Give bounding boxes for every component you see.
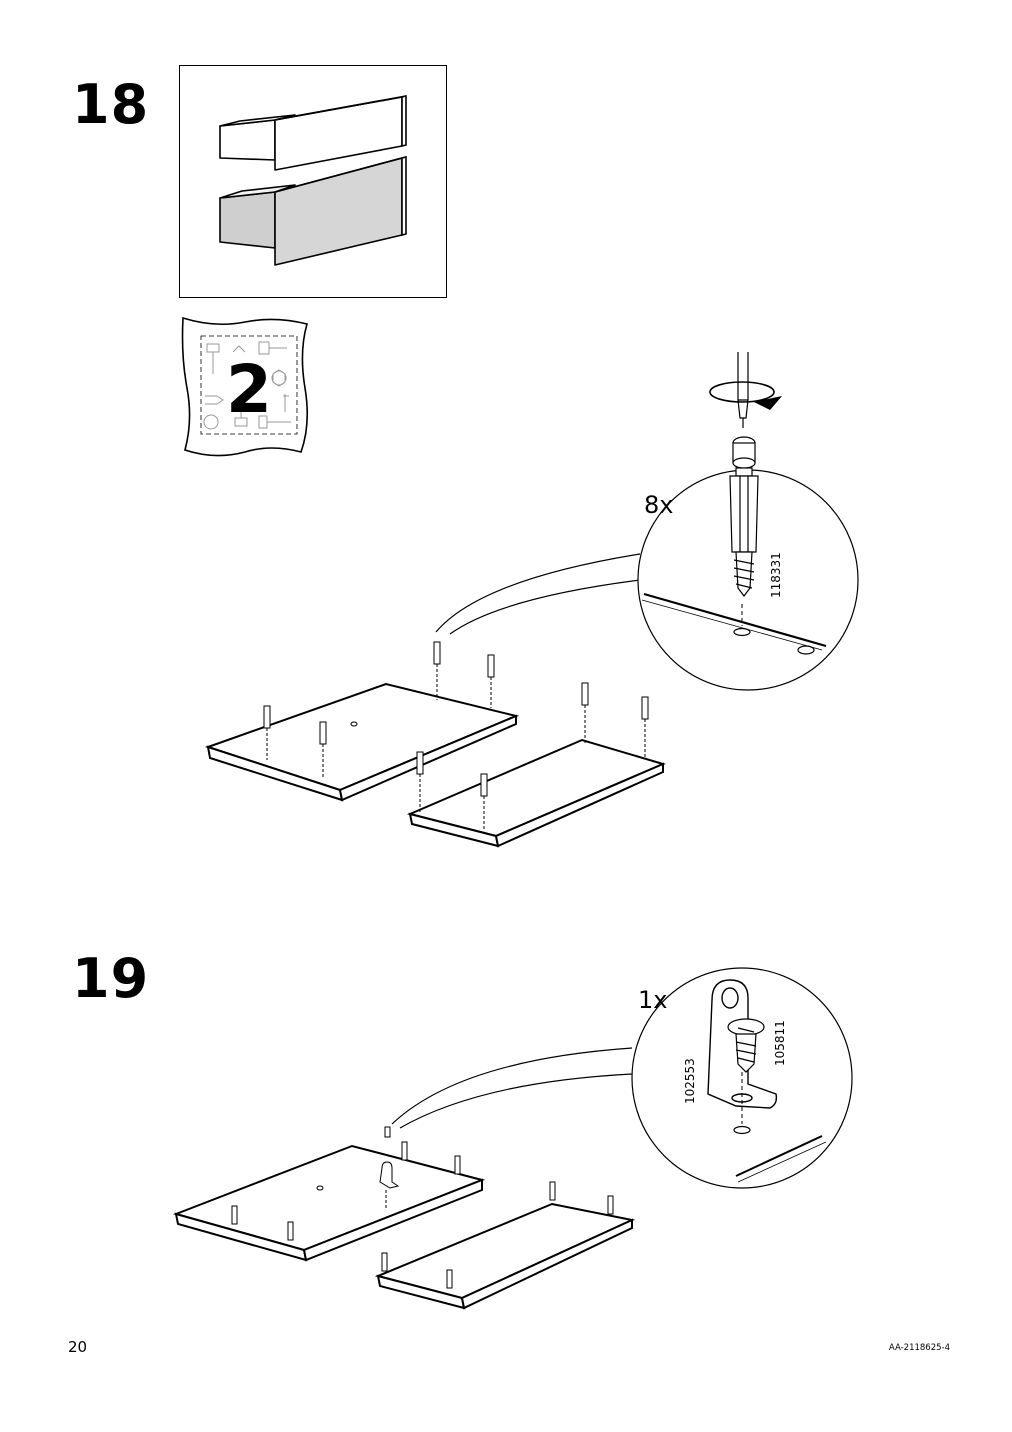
- panel-left-19: [172, 1144, 486, 1262]
- dowel-large-icon: [729, 436, 759, 597]
- part-number-118331: 118331: [769, 552, 783, 598]
- drawer-overview-frame: [179, 65, 447, 298]
- page-number: 20: [68, 1338, 88, 1356]
- quantity-8x: 8x: [644, 491, 673, 519]
- dowel-small-icons-19: [231, 1126, 614, 1289]
- step-18-number: 18: [72, 73, 150, 136]
- step-19-number: 19: [72, 947, 150, 1010]
- step-18-illustration: 8x 118331: [204, 352, 859, 848]
- people-count-label: 2: [226, 351, 272, 428]
- quantity-1x: 1x: [638, 986, 667, 1014]
- panel-right: [406, 738, 666, 848]
- panel-left: [204, 682, 520, 802]
- drawers-illustration: [219, 95, 407, 266]
- screw-icon: [727, 1018, 765, 1073]
- part-number-105811: 105811: [773, 1020, 787, 1066]
- document-code: AA-2118625-4: [888, 1343, 950, 1353]
- panel-right-19: [374, 1202, 636, 1310]
- bracket-small-icon: [379, 1161, 400, 1189]
- part-number-102553: 102553: [683, 1058, 697, 1104]
- two-person-assembly-icon: 2: [175, 312, 315, 464]
- screwdriver-icon: [737, 352, 749, 428]
- rotate-clockwise-icon: [709, 381, 775, 403]
- dowel-small-icons: [263, 641, 649, 830]
